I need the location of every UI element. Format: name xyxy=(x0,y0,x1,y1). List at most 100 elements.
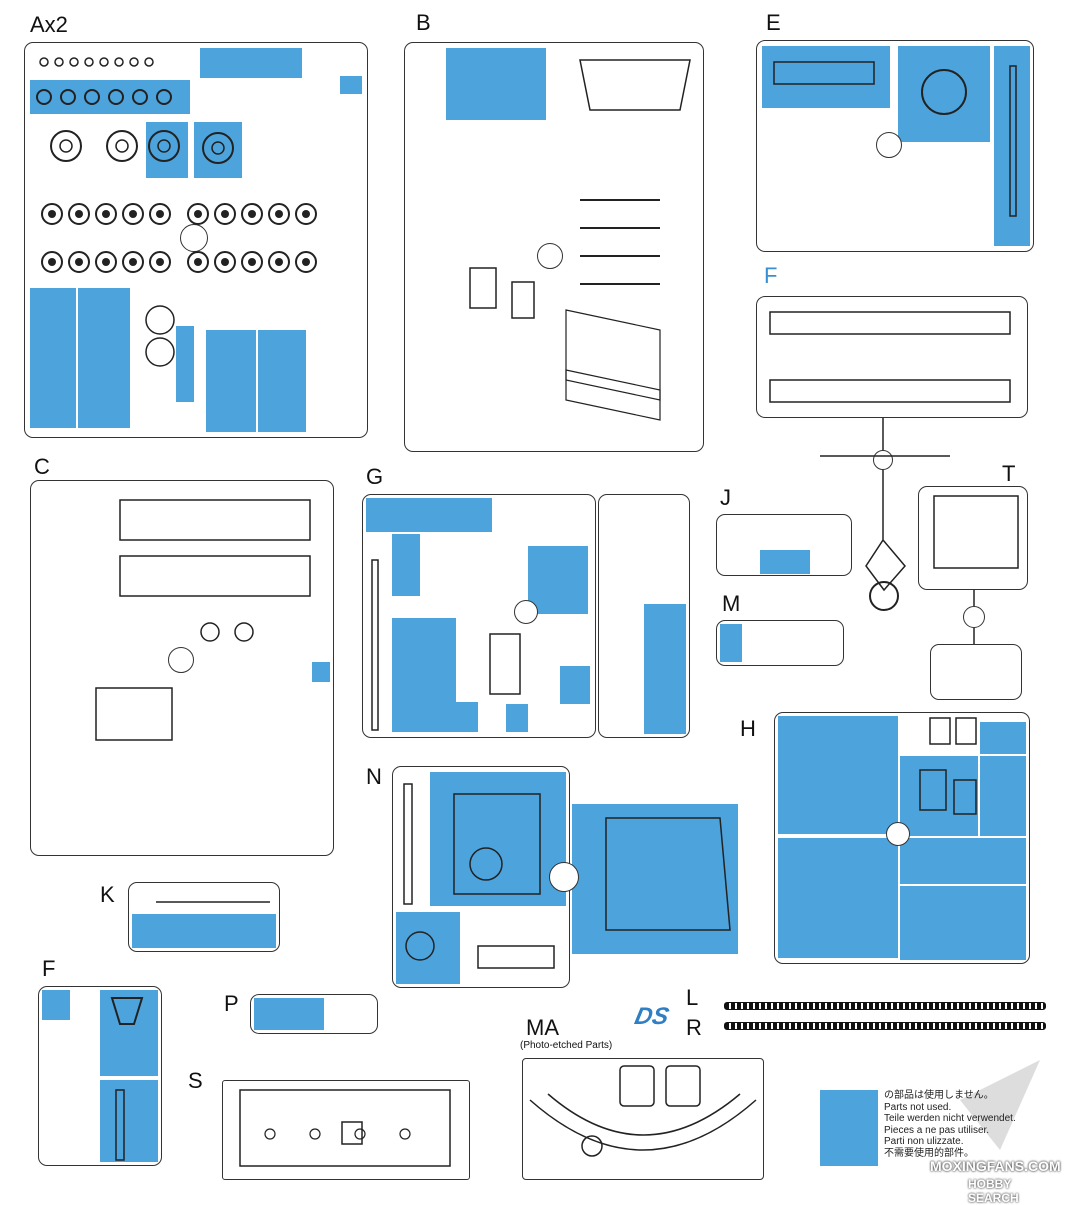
unused-area xyxy=(528,546,588,614)
sprocket-hub xyxy=(115,139,129,153)
small-roller xyxy=(39,57,49,67)
grille xyxy=(919,769,947,811)
gun-barrel xyxy=(1009,65,1017,217)
floor-bolt xyxy=(264,1128,276,1140)
sprue-label-m: M xyxy=(722,591,741,616)
sprue-label-n: N xyxy=(366,764,382,789)
mantlet-plate xyxy=(773,61,875,85)
floor-bolt xyxy=(354,1128,366,1140)
unused-area xyxy=(206,330,256,432)
unused-area xyxy=(762,46,890,108)
road-wheel-hub xyxy=(275,258,283,266)
road-wheel-hub xyxy=(221,258,229,266)
road-wheel xyxy=(214,251,236,273)
unused-area xyxy=(980,756,1026,836)
road-wheel xyxy=(149,203,171,225)
unused-area xyxy=(572,804,738,954)
sprocket-hub xyxy=(59,139,73,153)
road-wheel xyxy=(68,203,90,225)
cupola xyxy=(405,931,435,961)
sprue-gate xyxy=(876,132,902,158)
turret-hatch xyxy=(469,847,503,881)
watermark-hobbysearch: HOBBY SEARCH xyxy=(968,1177,1019,1205)
return-roller xyxy=(36,89,52,105)
unused-area xyxy=(132,914,276,948)
cupola xyxy=(869,581,899,611)
road-wheel xyxy=(68,251,90,273)
small-roller xyxy=(114,57,124,67)
road-wheel xyxy=(241,251,263,273)
hull-floor xyxy=(239,1089,451,1167)
road-wheel xyxy=(122,251,144,273)
turret-roof xyxy=(933,495,1019,569)
unused-area xyxy=(30,288,76,428)
road-wheel-hub xyxy=(302,258,310,266)
hatch xyxy=(955,717,977,745)
mantlet xyxy=(489,633,521,695)
plate xyxy=(477,945,555,969)
road-wheel-hub xyxy=(156,258,164,266)
road-wheel-hub xyxy=(102,258,110,266)
sprue-runner xyxy=(865,470,906,592)
turret-side xyxy=(453,793,541,895)
road-wheel-hub xyxy=(48,258,56,266)
sprocket xyxy=(106,130,138,162)
turret-roof xyxy=(605,817,731,931)
legend-line: Teile werden nicht verwendet. xyxy=(884,1113,1016,1124)
sprue-frame-s xyxy=(222,1080,470,1180)
legend-line: Parti non ulizzate. xyxy=(884,1136,964,1147)
unused-area xyxy=(392,618,456,732)
engine-grille xyxy=(511,281,535,319)
hull-plate xyxy=(579,59,691,111)
road-wheel-hub xyxy=(102,210,110,218)
road-wheel xyxy=(41,203,63,225)
sprue-label-f-top: F xyxy=(764,263,778,288)
sprue-frame-ma xyxy=(522,1058,764,1180)
sprue-label-b: B xyxy=(416,10,431,35)
road-wheel xyxy=(187,203,209,225)
side-panel xyxy=(119,555,311,597)
sprue-label-t: T xyxy=(1002,461,1016,486)
sprue-label-l: L xyxy=(686,985,699,1010)
road-wheel-hub xyxy=(75,258,83,266)
floor-hatch xyxy=(341,1121,363,1145)
unused-area xyxy=(78,288,130,428)
return-roller xyxy=(156,89,172,105)
unused-area xyxy=(454,702,478,732)
legend-line: Parts not used. xyxy=(884,1101,952,1113)
sprocket-hub xyxy=(157,139,171,153)
unused-area xyxy=(100,1080,158,1162)
sprue-label-s: S xyxy=(188,1068,203,1093)
unused-area xyxy=(980,722,1026,754)
road-wheel xyxy=(122,203,144,225)
road-wheel xyxy=(241,203,263,225)
small-roller xyxy=(99,57,109,67)
unused-area xyxy=(258,330,306,432)
sprue-label-e: E xyxy=(766,10,781,35)
sprue-gate xyxy=(180,224,208,252)
legend-swatch xyxy=(820,1090,878,1166)
road-wheel-hub xyxy=(48,210,56,218)
return-roller xyxy=(60,89,76,105)
road-wheel-hub xyxy=(194,258,202,266)
sprue-label-h: H xyxy=(740,716,756,741)
legend-line: Pieces a ne pas utiliser. xyxy=(884,1124,990,1136)
road-wheel-hub xyxy=(275,210,283,218)
sprue-label-j: J xyxy=(720,485,731,510)
track-r xyxy=(724,1022,1046,1030)
floor-bolt xyxy=(309,1128,321,1140)
sprue-label-g: G xyxy=(366,464,384,489)
unused-area xyxy=(644,604,686,734)
sprue-gate xyxy=(514,600,538,624)
unused-area xyxy=(446,48,546,120)
sprue-gate xyxy=(886,822,910,846)
ma-subtitle: (Photo-etched Parts) xyxy=(520,1040,613,1051)
unused-area xyxy=(760,550,810,574)
hatch-disc xyxy=(200,622,220,642)
legend-text: の部品は使用しません。 Parts not used. Teile werden… xyxy=(884,1090,1016,1159)
road-wheel-hub xyxy=(129,258,137,266)
watermark-logo xyxy=(960,1060,1040,1150)
legend-line: 不需要使用的部件。 xyxy=(884,1147,974,1159)
road-wheel xyxy=(95,251,117,273)
return-roller xyxy=(108,89,124,105)
